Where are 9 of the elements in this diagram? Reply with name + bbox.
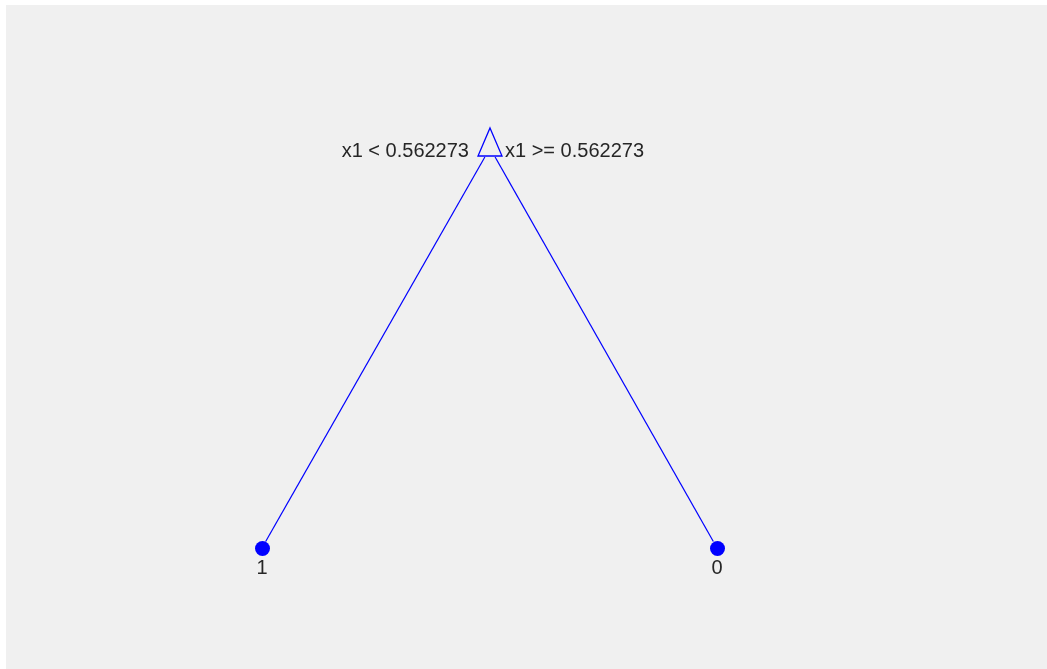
leaf-class-label: 1 <box>256 555 268 579</box>
leaf-node-dot <box>709 540 725 556</box>
branch-line <box>265 156 486 543</box>
leaf-class-label: 0 <box>711 555 723 579</box>
branch-line <box>494 156 714 543</box>
split-condition-label: x1 >= 0.562273 <box>505 138 644 162</box>
split-node-triangle <box>477 127 503 157</box>
leaf-node-dot <box>254 540 270 556</box>
split-condition-label: x1 < 0.562273 <box>341 138 469 162</box>
